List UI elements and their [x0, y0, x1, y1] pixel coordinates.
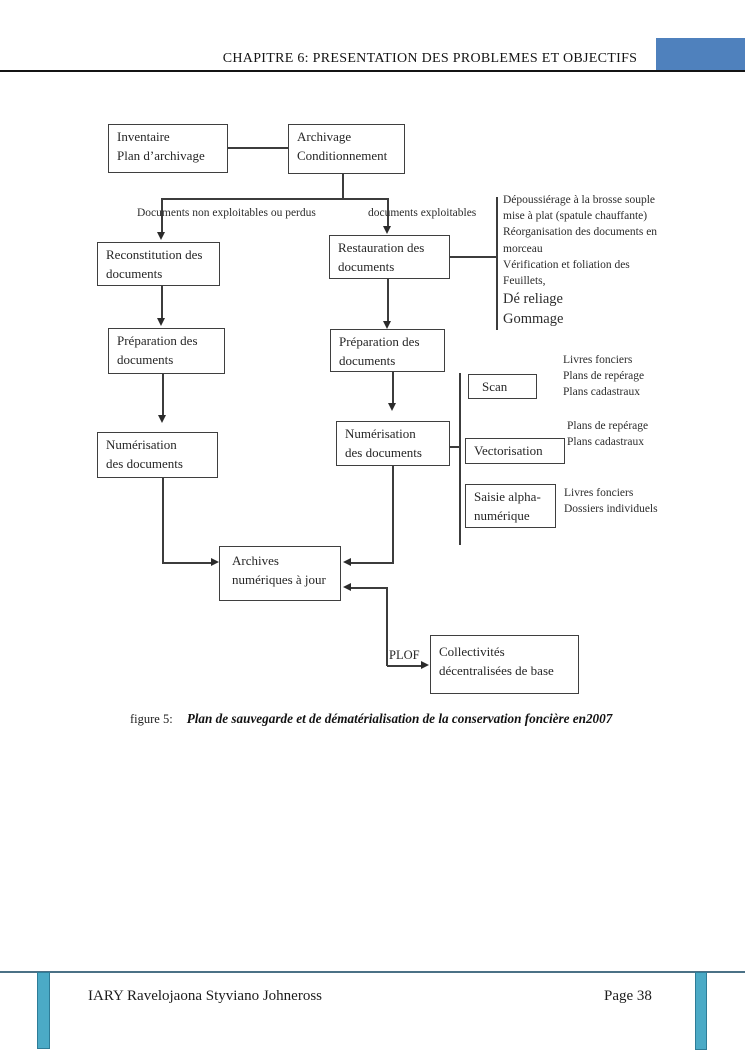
header-accent-block [656, 38, 745, 70]
footer-accent-bar-right [695, 972, 707, 1050]
restauration-detail-line: morceau [503, 242, 543, 255]
edge-numerisation-bracket [450, 446, 460, 448]
bracket-restauration-details [496, 197, 498, 330]
arrowhead-into-archives-right [343, 558, 351, 566]
footer-author: IARY Ravelojaona Styviano Johneross [88, 988, 323, 1004]
edge-reconstitution-preparation [161, 286, 163, 320]
edge-inventaire-archivage [228, 147, 288, 149]
branch-label-non-exploitables: Documents non exploitables ou perdus [137, 207, 316, 219]
saisie-output-line: Livres fonciers [564, 487, 634, 499]
branch-label-exploitables: documents exploitables [368, 207, 477, 219]
node-archives-numeriques: Archives numériques à jour [219, 546, 341, 601]
restauration-detail-line: Dépoussiérage à la brosse souple [503, 194, 656, 206]
footer-accent-bar-left [37, 972, 50, 1049]
edge-numerisation-gauche-down [162, 478, 164, 564]
edge-preparation-numerisation-gauche [162, 374, 164, 416]
footer-page-number: Page 38 [604, 988, 652, 1004]
restauration-detail-line: Vérification et foliation des [503, 258, 630, 271]
arrowhead-into-numerisation-droite [388, 403, 396, 411]
arrowhead-into-preparation-droite [383, 321, 391, 329]
edge-numerisation-droite-down [392, 466, 394, 564]
saisie-output-line: Dossiers individuels [564, 503, 658, 516]
vectorisation-output-line: Plans de repérage [567, 420, 649, 432]
arrowhead-into-collectivites [421, 661, 429, 669]
node-saisie-alphanumerique: Saisie alpha- numérique [465, 484, 556, 528]
bracket-scan-group [459, 373, 461, 545]
scan-output-list: Livres fonciers Plans de repérage Plans … [563, 352, 644, 401]
edge-archivage-down [342, 174, 344, 199]
node-preparation-droite: Préparation des documents [330, 329, 445, 372]
edge-branch-right [387, 198, 389, 228]
arrowhead-into-archives-left [211, 558, 219, 566]
chapter-title: CHAPITRE 6: PRESENTATION DES PROBLEMES E… [222, 51, 638, 66]
arrowhead-into-preparation-gauche [157, 318, 165, 326]
edge-preparation-numerisation-droite [392, 372, 394, 404]
restauration-detail-line-large: Gommage [503, 311, 564, 328]
node-vectorisation: Vectorisation [465, 438, 565, 464]
saisie-output-list: Livres fonciers Dossiers individuels [564, 485, 658, 517]
edge-branch-left [161, 198, 163, 234]
node-scan: Scan [468, 374, 537, 399]
node-inventaire: Inventaire Plan d’archivage [108, 124, 228, 173]
figure-number: figure 5: [130, 712, 173, 726]
node-reconstitution: Reconstitution des documents [97, 242, 220, 286]
header-rule [0, 70, 745, 72]
figure-caption: figure 5: Plan de sauvegarde et de démat… [130, 711, 612, 727]
restauration-detail-line: mise à plat (spatule chauffante) [503, 210, 648, 223]
edge-plof-vertical [386, 587, 388, 666]
plof-label: PLOF [389, 648, 420, 662]
arrowhead-into-restauration [383, 226, 391, 234]
figure-caption-text: Plan de sauvegarde et de dématérialisati… [186, 711, 613, 726]
node-restauration: Restauration des documents [329, 235, 450, 279]
vectorisation-output-list: Plans de repérage Plans cadastraux [567, 418, 648, 450]
footer-rule [0, 971, 745, 973]
restauration-detail-line: Réorganisation des documents en [503, 226, 658, 239]
restauration-detail-line-large: Dé reliage [503, 291, 563, 308]
node-collectivites: Collectivités décentralisées de base [430, 635, 579, 694]
scan-output-line: Livres fonciers [563, 354, 633, 366]
edge-into-archives-right [351, 562, 393, 564]
node-preparation-gauche: Préparation des documents [108, 328, 225, 374]
edge-restauration-details [450, 256, 496, 258]
arrowhead-into-reconstitution [157, 232, 165, 240]
node-archivage: Archivage Conditionnement [288, 124, 405, 174]
node-numerisation-droite: Numérisation des documents [336, 421, 450, 466]
node-numerisation-gauche: Numérisation des documents [97, 432, 218, 478]
scan-output-line: Plans cadastraux [563, 386, 640, 399]
vectorisation-output-line: Plans cadastraux [567, 436, 644, 449]
edge-plof-top [351, 587, 387, 589]
arrowhead-into-numerisation-gauche [158, 415, 166, 423]
scan-output-line: Plans de repérage [563, 370, 645, 383]
restauration-detail-list: Dépoussiérage à la brosse souple mise à … [503, 192, 657, 329]
edge-plof-bottom [387, 665, 422, 667]
arrowhead-plof-into-archives [343, 583, 351, 591]
edge-restauration-preparation [387, 279, 389, 322]
edge-branch-bar [161, 198, 389, 200]
edge-into-archives-left [162, 562, 212, 564]
restauration-detail-line: Feuillets, [503, 275, 546, 288]
